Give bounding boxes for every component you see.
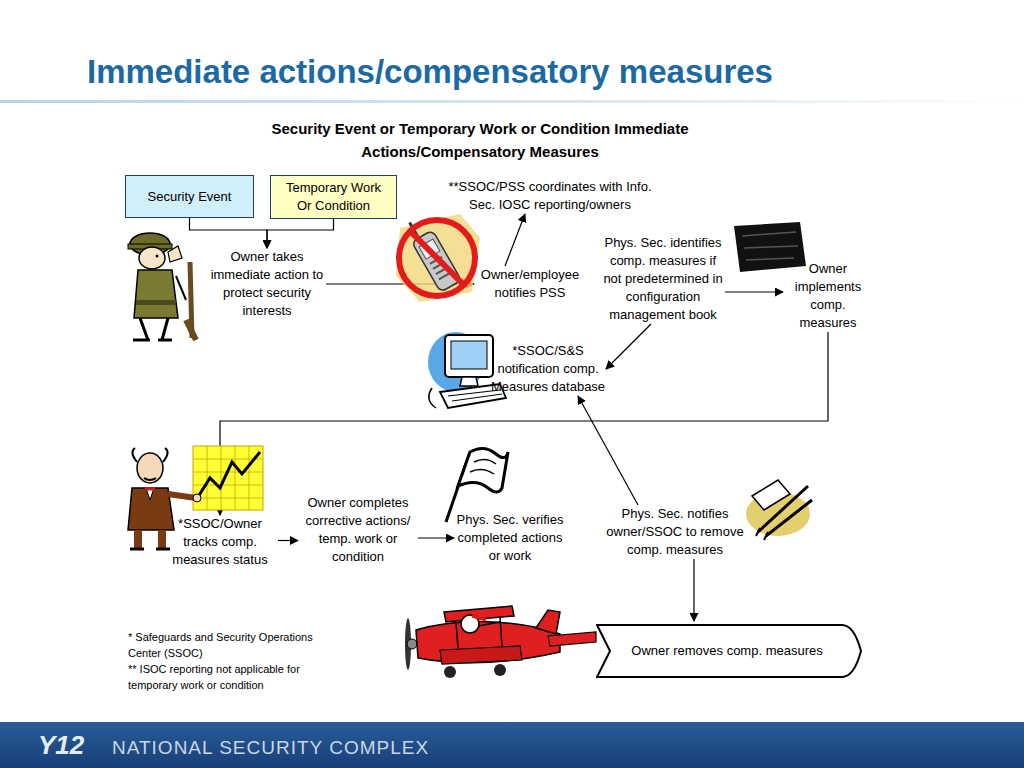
computer-icon-part (445, 335, 493, 377)
ink-smudge-part (734, 222, 806, 272)
airplane-figure-part (444, 606, 514, 622)
presenter-with-chart-part (128, 488, 174, 530)
flag-icon-part (470, 459, 496, 474)
presenter-with-chart-part (168, 494, 196, 498)
event-box: Temporary Work Or Condition (270, 175, 397, 219)
flag-icon (446, 448, 508, 522)
computer-icon-part (460, 377, 478, 386)
ink-smudge (734, 222, 806, 272)
soldier-figure (128, 233, 196, 340)
airplane-figure (405, 606, 596, 678)
pencils-icon-part (752, 480, 790, 510)
flow-arrow (190, 218, 268, 248)
node-text: Owner completes corrective actions/ temp… (298, 494, 418, 566)
flow-arrow (418, 537, 454, 538)
node-text: Owner implements comp. measures (783, 260, 873, 332)
banner-outline (597, 625, 861, 677)
node-text: Phys. Sec. notifies owner/SSOC to remove… (604, 505, 746, 559)
presenter-with-chart-part (138, 530, 162, 548)
presenter-with-chart-part (193, 446, 263, 510)
computer-icon (428, 332, 506, 408)
flag-icon-part (458, 448, 508, 492)
footer-text: NATIONAL SECURITY COMPLEX (112, 737, 472, 759)
presenter-with-chart-part (146, 488, 154, 500)
flow-arrow (278, 540, 298, 541)
flow-arrow (725, 291, 783, 292)
node-text: Phys. Sec. identifies comp. measures if … (601, 234, 725, 324)
presenter-with-chart-part (132, 448, 167, 462)
airplane-figure-part (478, 622, 500, 626)
presenter-with-chart-part (145, 488, 155, 491)
node-text: Temporary Work Or Condition (277, 179, 390, 215)
no-phone-icon (396, 214, 480, 302)
presenter-with-chart-part (196, 452, 260, 500)
pencils-icon-part (756, 528, 768, 540)
no-phone-icon-part (410, 231, 464, 285)
process-step: Phys. Sec. notifies owner/SSOC to remove… (604, 505, 746, 559)
node-text: Owner takes immediate action to protect … (208, 248, 326, 320)
node-text: *SSOC/S&S notification comp. Measures da… (490, 342, 606, 396)
soldier-figure-part (134, 270, 178, 318)
node-text: Phys. Sec. verifies completed actions or… (454, 511, 566, 565)
process-step: Owner implements comp. measures (783, 260, 873, 332)
ink-smudge-part (742, 232, 798, 260)
node-text: **SSOC/PSS coordinates with Info. Sec. I… (443, 178, 658, 214)
no-phone-icon-part (399, 220, 475, 296)
soldier-figure-part (186, 320, 196, 340)
process-step: Phys. Sec. verifies completed actions or… (454, 511, 566, 565)
process-step: *SSOC/Owner tracks comp. measures status (162, 515, 278, 569)
process-step: Phys. Sec. identifies comp. measures if … (601, 234, 725, 324)
footer-text: Y12 (38, 731, 108, 759)
node-text: Security Event (148, 188, 232, 206)
soldier-figure-part (139, 247, 165, 269)
presenter-with-chart-part (193, 446, 263, 510)
airplane-figure-part (494, 664, 506, 676)
process-step: Owner completes corrective actions/ temp… (298, 494, 418, 566)
computer-icon-part (451, 341, 487, 369)
node-text: Owner/employee notifies PSS (474, 266, 586, 302)
flow-arrow (505, 214, 525, 266)
process-step: **SSOC/PSS coordinates with Info. Sec. I… (443, 178, 658, 214)
slide-title: Immediate actions/compensatory measures (87, 53, 773, 91)
node-text: *SSOC/Owner tracks comp. measures status (162, 515, 278, 569)
flow-arrow (693, 559, 694, 621)
soldier-figure-part (156, 255, 159, 258)
airplane-figure-part (407, 639, 417, 649)
flow-arrow (220, 332, 828, 515)
header-rule (0, 100, 1024, 103)
event-box: Security Event (125, 175, 254, 218)
airplane-figure-part (472, 616, 486, 620)
airplane-figure-part (536, 610, 560, 634)
pencils-icon-part (766, 500, 812, 536)
presenter-with-chart-part (193, 494, 201, 502)
presenter-with-chart-part (137, 453, 163, 483)
process-step: Owner takes immediate action to protect … (208, 248, 326, 320)
flow-arrow (606, 324, 651, 369)
process-step: Owner/employee notifies PSS (474, 266, 586, 302)
flow-arrow (267, 219, 334, 248)
soldier-figure-part (133, 339, 172, 342)
airplane-figure-part (444, 666, 456, 678)
presenter-with-chart-part (130, 548, 170, 551)
no-phone-icon-part (396, 214, 480, 302)
soldier-figure-part (136, 300, 176, 305)
footnote: * Safeguards and Security Operations Cen… (128, 629, 333, 661)
flow-arrow (578, 396, 638, 505)
computer-icon-part (429, 388, 436, 408)
node-text: Owner removes comp. measures (631, 642, 822, 660)
soldier-figure-part (168, 246, 182, 262)
soldier-figure-part (176, 276, 186, 300)
footnote: ** ISOC reporting not applicable for tem… (128, 661, 338, 693)
airplane-figure-part (440, 646, 522, 664)
banner-box: Owner removes comp. measures (596, 621, 862, 681)
subtitle-heading: Security Event or Temporary Work or Cond… (270, 117, 690, 163)
airplane-figure-part (548, 632, 596, 646)
process-step: *SSOC/S&S notification comp. Measures da… (490, 342, 606, 396)
presenter-with-chart-part (144, 478, 156, 480)
soldier-figure-part (140, 318, 168, 340)
presenter-with-chart (128, 446, 263, 549)
pencils-icon (746, 480, 812, 540)
